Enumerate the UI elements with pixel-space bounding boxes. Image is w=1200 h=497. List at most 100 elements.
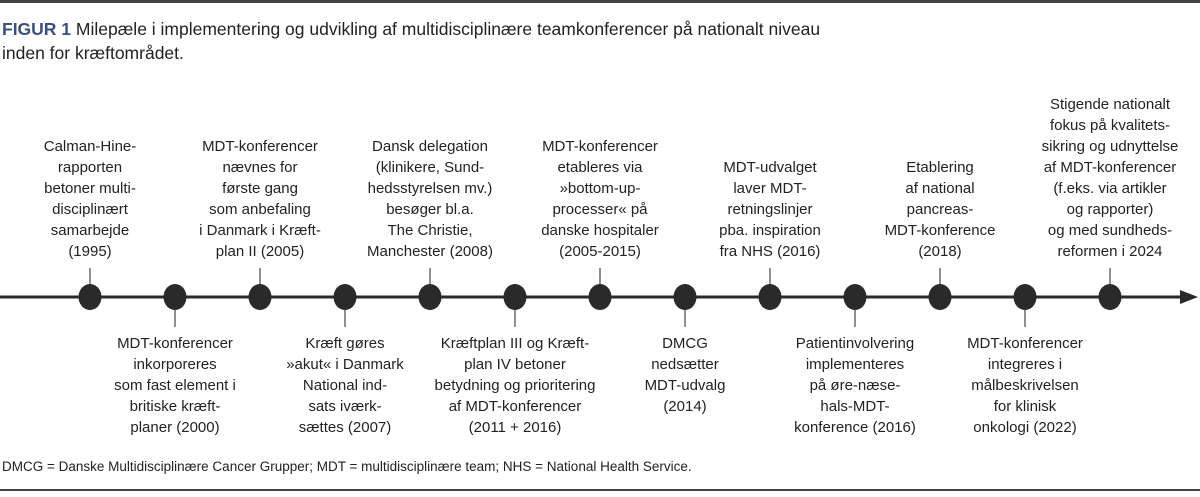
milestone-label-line: sats iværk- <box>308 398 382 415</box>
milestone-label-line: MDT-udvalg <box>644 377 726 394</box>
bottom-rule <box>0 489 1200 491</box>
milestone-label-line: retningslinjer <box>727 201 813 218</box>
milestone-label-line: integreres i <box>987 356 1063 373</box>
milestone-dot <box>1098 284 1122 310</box>
milestone-label-line: »akut« i Danmark <box>286 356 404 373</box>
milestone-label-line: etableres via <box>557 159 643 176</box>
milestone-label-line: onkologi (2022) <box>973 419 1077 436</box>
milestone-label: MDT-konferencer inkorporeres som fast elem… <box>90 333 260 438</box>
milestone-label-line: betoner multi- <box>44 180 136 197</box>
milestone-label-line: (2018) <box>918 243 962 260</box>
milestone-label-line: MDT-konferencer <box>967 335 1083 352</box>
milestone-label-line: i Danmark i Kræft- <box>199 222 321 239</box>
milestone-label: Calman-Hine-rapporten betoner multi-disci… <box>5 136 175 262</box>
milestone-label-line: på øre-næse- <box>809 377 901 394</box>
milestone-dot <box>843 284 867 310</box>
milestone-label-line: nævnes for <box>222 159 298 176</box>
milestone-dot <box>758 284 782 310</box>
milestone-label-line: rapporten <box>57 159 123 176</box>
milestone-label-line: (1995) <box>68 243 112 260</box>
milestone-label: Kræftplan III og Kræft-plan IV betoner be… <box>430 333 600 438</box>
milestone-label-line: af national <box>905 180 975 197</box>
milestone-label-line: (2011 + 2016) <box>468 419 562 436</box>
milestone-label-line: pba. inspiration <box>719 222 821 239</box>
milestone-label-line: hals-MDT- <box>820 398 890 415</box>
milestone-dot <box>78 284 102 310</box>
milestone-label: Dansk delegation(klinikere, Sund-hedssty… <box>345 136 515 262</box>
milestone-label-line: fokus på kvalitets- <box>1049 117 1171 134</box>
milestone-label-line: danske hospitaler <box>541 222 659 239</box>
milestone-label-line: inkorporeres <box>133 356 217 373</box>
milestone-label-line: DMCG <box>662 335 708 352</box>
milestone-label-line: processer« på <box>552 201 648 218</box>
milestone-label-line: »bottom-up- <box>559 180 641 197</box>
milestone-label-line: MDT-udvalget <box>723 159 817 176</box>
milestone-label-line: sikring og udnyttelse <box>1041 138 1179 155</box>
milestone-label-line: og rapporter) <box>1066 201 1154 218</box>
milestone-label-line: Patientinvolvering <box>795 335 915 352</box>
milestone-label-line: planer (2000) <box>130 419 220 436</box>
milestone-dot <box>248 284 272 310</box>
milestone-label-line: Stigende nationalt <box>1049 96 1171 113</box>
milestone-label-line: Manchester (2008) <box>367 243 493 260</box>
milestone-label-line: Kræft gøres <box>305 335 385 352</box>
milestone-label-line: samarbejde <box>50 222 130 239</box>
milestone-label: MDT-udvalget laver MDT-retningslinjer pba.… <box>685 157 855 262</box>
milestone-label-line: konference (2016) <box>794 419 916 436</box>
milestone-label: MDT-konferencer integreres i målbeskrivels… <box>940 333 1110 438</box>
milestone-dot <box>418 284 442 310</box>
milestone-label-line: MDT-konferencer <box>117 335 233 352</box>
milestone-label-line: for klinisk <box>993 398 1057 415</box>
milestone-dot <box>333 284 357 310</box>
milestone-label-line: laver MDT- <box>733 180 807 197</box>
milestone-label-line: Calman-Hine- <box>43 138 137 155</box>
milestone-dot <box>928 284 952 310</box>
milestone-label-line: (2005-2015) <box>559 243 641 260</box>
milestone-label-line: målbeskrivelsen <box>971 377 1079 394</box>
milestone-label-line: sættes (2007) <box>298 419 392 436</box>
milestone-label-line: nedsætter <box>651 356 719 373</box>
milestone-label-line: og med sundheds- <box>1047 222 1173 239</box>
milestone-label-line: fra NHS (2016) <box>719 243 821 260</box>
milestone-dot <box>588 284 612 310</box>
figure-title: FIGUR 1 Milepæle i implementering og udv… <box>2 17 832 65</box>
milestone-label-line: britiske kræft- <box>129 398 221 415</box>
milestone-label-line: disciplinært <box>52 201 128 218</box>
milestone-label-line: som fast element i <box>114 377 236 394</box>
milestone-label-line: plan IV betoner <box>464 356 566 373</box>
milestone-label-line: The Christie, <box>387 222 473 239</box>
figure-label: FIGUR 1 <box>2 19 72 39</box>
milestone-label-line: af MDT-konferencer <box>1043 159 1177 176</box>
footnote: DMCG = Danske Multidisciplinære Cancer G… <box>2 459 692 474</box>
milestone-label-line: hedsstyrelsen mv.) <box>367 180 493 197</box>
milestone-label-line: af MDT-konferencer <box>448 398 582 415</box>
milestone-label-line: implementeres <box>805 356 905 373</box>
milestone-label-line: MDT-konferencer <box>542 138 658 155</box>
milestone-label-line: plan II (2005) <box>215 243 305 260</box>
milestone-label: MDT-konferencer etableres via »bottom-up-p… <box>515 136 685 262</box>
milestone-dot <box>1013 284 1037 310</box>
arrow-head-icon <box>1180 290 1198 304</box>
milestone-label-line: Dansk delegation <box>372 138 488 155</box>
milestone-label-line: National ind- <box>302 377 388 394</box>
milestone-label-line: pancreas- <box>906 201 974 218</box>
milestone-label-line: MDT-konference <box>884 222 996 239</box>
milestone-label-line: reformen i 2024 <box>1057 243 1163 260</box>
figure-caption: Milepæle i implementering og udvikling a… <box>2 19 821 63</box>
milestone-label-line: betydning og prioritering <box>434 377 596 394</box>
milestone-label-line: første gang <box>222 180 298 197</box>
milestone-label: Stigende nationalt fokus på kvalitets-sik… <box>1025 94 1195 262</box>
milestone-dot <box>163 284 187 310</box>
milestone-label-line: Etablering <box>906 159 974 176</box>
milestone-label-line: MDT-konferencer <box>202 138 318 155</box>
milestone-dot <box>673 284 697 310</box>
milestone-label: Etablering af national pancreas- MDT-konfer… <box>855 157 1025 262</box>
milestone-label-line: (f.eks. via artikler <box>1053 180 1167 197</box>
milestone-label: Patientinvolvering implementeres på øre-næ… <box>770 333 940 438</box>
milestone-label-line: Kræftplan III og Kræft- <box>440 335 590 352</box>
top-rule <box>0 0 1200 3</box>
